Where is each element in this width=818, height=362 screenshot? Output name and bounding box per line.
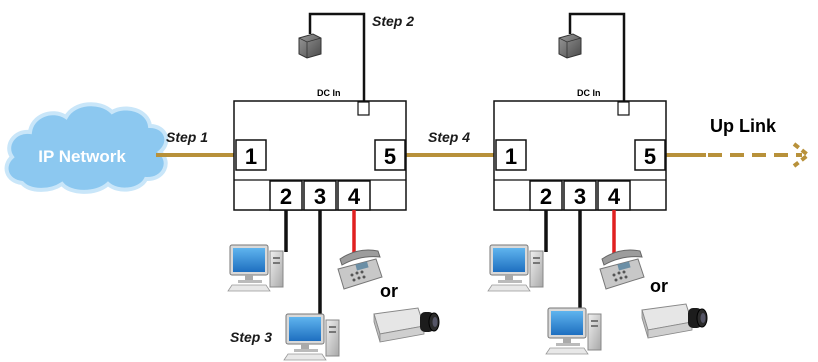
up-link-label: Up Link xyxy=(710,116,777,136)
step2-label: Step 2 xyxy=(372,13,414,29)
port-4-sw2: 4 xyxy=(597,180,631,211)
uplink-arrowhead xyxy=(792,142,812,168)
ip-phone-icon xyxy=(599,249,645,290)
svg-text:2: 2 xyxy=(280,184,292,209)
desktop-computer-icon xyxy=(487,244,544,292)
svg-text:3: 3 xyxy=(574,184,586,209)
port-2-sw1: 2 xyxy=(269,180,303,211)
ip-phone-icon xyxy=(337,249,383,290)
svg-text:1: 1 xyxy=(505,144,517,169)
power-cable-1 xyxy=(308,12,366,102)
ip-network-cloud: IP Network xyxy=(4,102,169,194)
svg-text:1: 1 xyxy=(245,144,257,169)
cloud-icon xyxy=(4,102,169,194)
port-3-sw1: 3 xyxy=(303,180,337,211)
port-1-sw2: 1 xyxy=(495,139,527,171)
switch-1: Step 2 DC In 1 5 2 3 4 xyxy=(227,12,440,361)
svg-text:4: 4 xyxy=(348,184,361,209)
port-1-sw1: 1 xyxy=(235,139,267,171)
svg-text:2: 2 xyxy=(540,184,552,209)
ip-camera-icon xyxy=(373,307,440,343)
step3-label: Step 3 xyxy=(230,329,272,345)
switch-2: DC In 1 5 2 3 4 or xyxy=(487,12,708,355)
step4-label: Step 4 xyxy=(428,129,470,145)
port-5-sw1: 5 xyxy=(374,139,406,171)
desktop-computer-icon xyxy=(227,244,284,292)
svg-text:5: 5 xyxy=(644,144,656,169)
power-cable-2 xyxy=(568,12,626,102)
or-label-2: or xyxy=(650,276,668,296)
step1-label: Step 1 xyxy=(166,129,208,145)
port-3-sw2: 3 xyxy=(563,180,597,211)
dc-in-label-2: DC In xyxy=(577,88,601,98)
desktop-computer-icon xyxy=(545,307,602,355)
svg-text:3: 3 xyxy=(314,184,326,209)
dc-in-port-2 xyxy=(617,101,630,116)
ip-camera-icon xyxy=(641,303,708,339)
port-5-sw2: 5 xyxy=(634,139,666,171)
port-2-sw2: 2 xyxy=(529,180,563,211)
power-adapter-icon xyxy=(298,33,322,59)
svg-text:5: 5 xyxy=(384,144,396,169)
desktop-computer-icon xyxy=(283,313,340,361)
ip-network-label: IP Network xyxy=(38,147,126,166)
dc-in-port-1 xyxy=(357,101,370,116)
port-4-sw1: 4 xyxy=(337,180,371,211)
svg-text:4: 4 xyxy=(608,184,621,209)
or-label-1: or xyxy=(380,281,398,301)
dc-in-label-1: DC In xyxy=(317,88,341,98)
power-adapter-icon xyxy=(558,33,582,59)
